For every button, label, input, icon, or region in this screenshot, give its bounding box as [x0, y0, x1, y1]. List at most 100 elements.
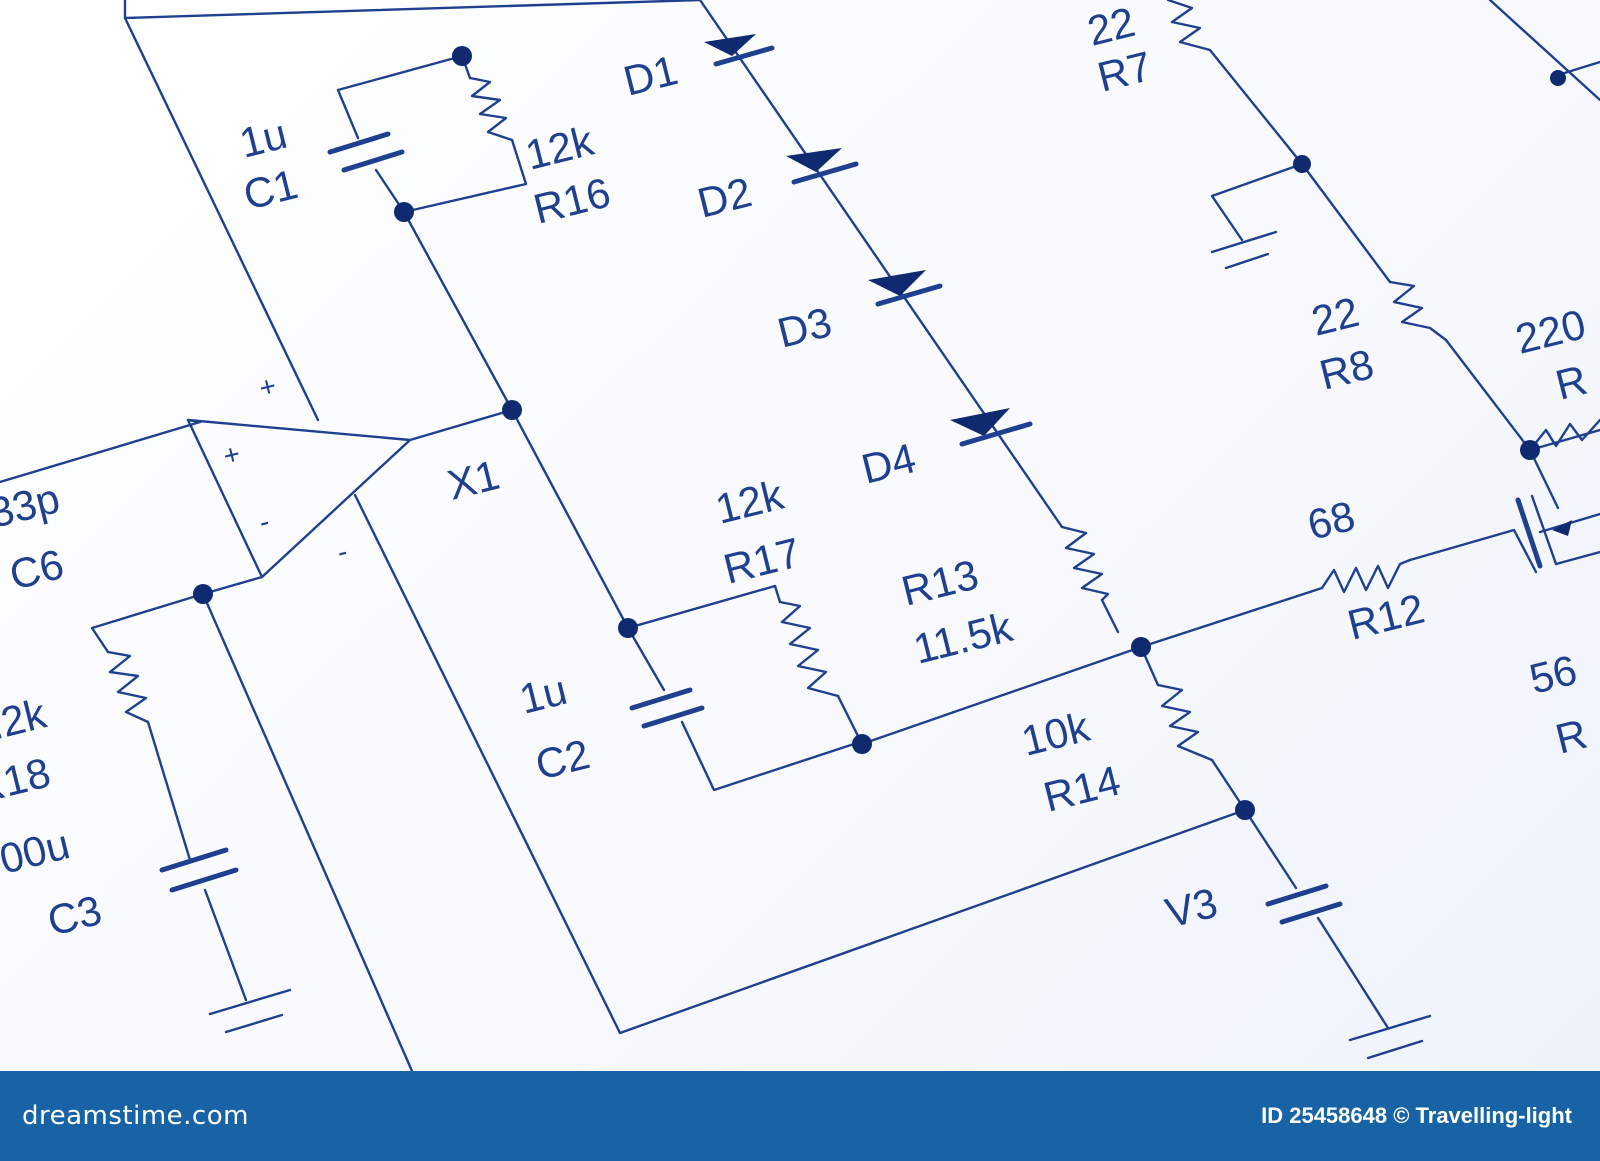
resistor-r13	[1060, 525, 1110, 602]
label-r17-value: 12k	[711, 471, 789, 533]
diode-d3	[868, 270, 943, 307]
capacitor-c2-plate-b	[641, 705, 705, 729]
circuit-schematic: 1u C1 12k R16 D1 D2 D3 D4 X1 12k R17 R13…	[0, 0, 1600, 1071]
source-v3-plate-a	[1265, 883, 1329, 907]
junction-x1-output	[502, 400, 522, 420]
label-edge-right-bottom-ref: R	[1551, 710, 1592, 763]
wire-r13-lower	[1100, 598, 1120, 634]
wire-top-edge	[123, 0, 702, 20]
label-d4: D4	[857, 434, 920, 493]
diode-d3-bar	[875, 283, 943, 307]
mosfet	[1515, 494, 1600, 569]
wire-v3-lower	[1316, 916, 1390, 1030]
wire-r18-c3	[146, 720, 192, 862]
footer-brand[interactable]: dreamstime.com	[22, 1101, 249, 1131]
resistor-r14	[1156, 683, 1214, 762]
ground-c3-line-1	[208, 988, 292, 1016]
opamp-plus-lead	[186, 418, 202, 424]
label-r7-value: 22	[1083, 0, 1140, 55]
label-c1-value: 1u	[235, 110, 292, 167]
diode-d4	[950, 408, 1033, 447]
source-v3-plate-b	[1279, 901, 1343, 925]
diode-d4-bar	[959, 421, 1033, 447]
label-r13-ref: R13	[897, 550, 983, 614]
wire-c2-r17-top	[626, 584, 782, 630]
capacitor-c1	[327, 131, 405, 173]
wire-opamp-minus	[201, 575, 264, 596]
junction-top-right	[1550, 70, 1566, 86]
label-c2-ref: C2	[531, 730, 594, 789]
resistor-r8	[1388, 280, 1448, 342]
capacitor-c3-plate-b	[169, 867, 239, 893]
watermark-footer: dreamstime.com ID 25458648 © Travelling-…	[0, 1071, 1600, 1161]
label-edge-right-top: 220	[1511, 300, 1590, 363]
ground-v3-line-2	[1366, 1039, 1424, 1060]
ground-r7-line-1	[1210, 230, 1278, 254]
capacitor-c3-plate-a	[159, 847, 229, 873]
label-d1: D1	[619, 46, 682, 105]
wire-c3-gnd	[203, 888, 248, 1002]
wire-return-loop	[353, 493, 1247, 1035]
label-r12-value: 68	[1303, 492, 1360, 549]
mosfet-drain-exit	[1554, 550, 1600, 566]
ground-r7-line-2	[1224, 252, 1270, 270]
wire-diode-chain	[698, 0, 1064, 529]
wire-r8-lower	[1444, 338, 1532, 452]
label-c3-value: 00u	[0, 820, 74, 883]
wire-c2-left	[626, 626, 666, 692]
wire-r17-to-node	[860, 645, 1143, 746]
label-v3: V3	[1161, 879, 1222, 937]
diodes	[704, 34, 1033, 447]
label-opamp-minus-outer: -	[334, 535, 351, 567]
resistor-right-edge	[1528, 418, 1600, 452]
grounds	[208, 230, 1432, 1060]
wires	[0, 0, 1600, 1071]
label-r14-ref: R14	[1039, 756, 1125, 820]
wire-r8-upper	[1300, 162, 1392, 284]
wire-c1-r16-top	[336, 54, 472, 92]
capacitor-c3	[159, 847, 239, 893]
wire-c1-left	[336, 88, 360, 140]
label-x1: X1	[443, 451, 504, 509]
wire-opamp-output	[408, 408, 514, 442]
junction-r7-node	[1293, 155, 1311, 173]
junction-r17-bottom	[852, 734, 872, 754]
ground-r7	[1210, 230, 1278, 270]
label-r16-value: 12k	[521, 117, 599, 179]
junctions	[193, 46, 1566, 820]
source-v3	[1265, 883, 1343, 925]
resistors	[106, 0, 1600, 762]
label-r16-ref: R16	[529, 168, 615, 232]
label-r14-value: 10k	[1017, 703, 1095, 765]
wire-r18-top	[90, 592, 205, 654]
label-edge-right-bottom: 56	[1525, 646, 1582, 703]
label-opamp-plus-outer: +	[256, 370, 279, 404]
wire-r7-lower	[1216, 58, 1304, 166]
resistor-r18	[106, 650, 150, 724]
wire-feedback-top	[123, 0, 320, 422]
wire-v3-upper	[1243, 808, 1298, 890]
resistor-r16	[468, 76, 514, 142]
label-d3: D3	[773, 298, 836, 357]
label-opamp-plus-inner: +	[220, 438, 243, 472]
wire-r16-lower	[402, 138, 528, 214]
opamp-x1	[186, 418, 412, 579]
wire-node-left-down	[201, 592, 414, 1071]
footer-credit: ID 25458648 © Travelling-light	[1261, 1103, 1572, 1128]
label-r18-ref: R18	[0, 748, 55, 812]
label-opamp-minus-inner: -	[256, 505, 273, 537]
resistor-r7	[1166, 0, 1220, 62]
mosfet-arrow	[1552, 520, 1572, 536]
label-c1-ref: C1	[239, 160, 302, 219]
junction-c2-top	[618, 618, 638, 638]
label-r18-value: .2k	[0, 689, 52, 748]
capacitor-c1-plate-b	[341, 149, 405, 173]
junction-r16-top	[452, 46, 472, 66]
junction-opamp-minus	[193, 584, 213, 604]
wire-x1-down	[510, 408, 630, 630]
label-d2: D2	[693, 168, 756, 227]
labels: 1u C1 12k R16 D1 D2 D3 D4 X1 12k R17 R13…	[0, 0, 1592, 945]
diode-d3-body	[868, 270, 926, 296]
label-r8-ref: R8	[1315, 340, 1378, 399]
